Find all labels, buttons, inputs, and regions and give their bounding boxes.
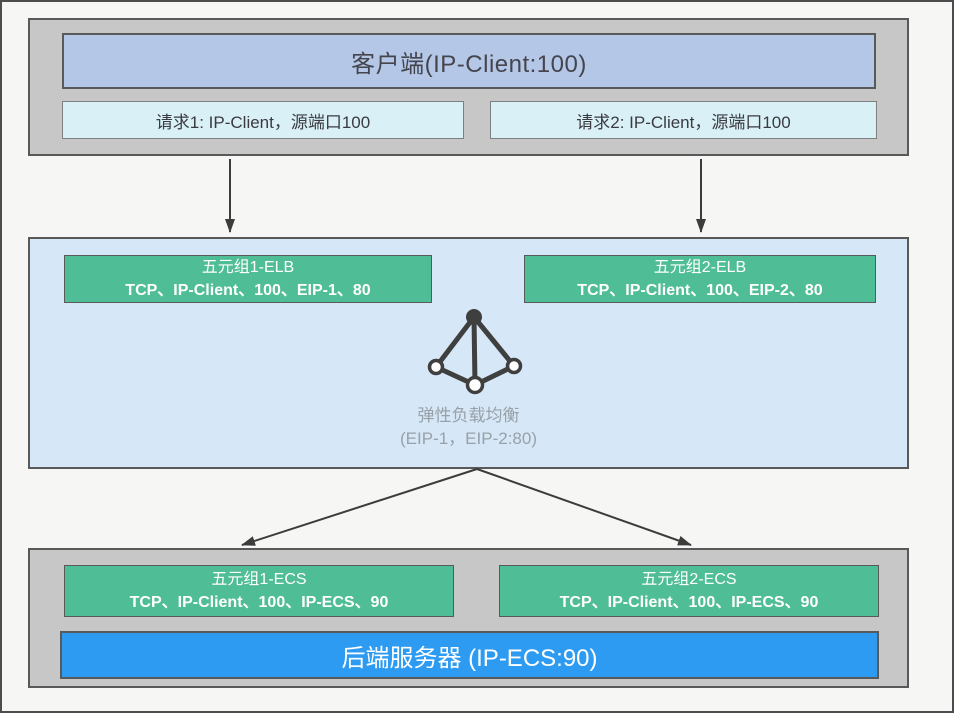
request-2-box: 请求2: IP-Client，源端口100 (490, 101, 877, 139)
elb-tuple-2-name: 五元组2-ELB (653, 258, 747, 276)
ecs-tuple-2-name: 五元组2-ECS (641, 570, 737, 588)
ecs-tuple-1-name: 五元组1-ECS (211, 570, 307, 588)
elb-tuple-2-value: TCP、IP-Client、100、EIP-2、80 (577, 282, 823, 299)
ecs-tuple-1-box: 五元组1-ECS TCP、IP-Client、100、IP-ECS、90 (64, 565, 454, 617)
ecs-tuple-2-value: TCP、IP-Client、100、IP-ECS、90 (559, 594, 819, 611)
request-1-label: 请求1: IP-Client，源端口100 (155, 112, 371, 132)
backend-server-bar: 后端服务器 (IP-ECS:90) (60, 631, 879, 679)
elb-tuple-1-name: 五元组1-ELB (201, 258, 295, 276)
elb-tuple-1-box: 五元组1-ELB TCP、IP-Client、100、EIP-1、80 (64, 255, 432, 303)
elb-caption-subtitle: (EIP-1，EIP-2:80) (400, 428, 537, 448)
elb-caption: 弹性负载均衡 (EIP-1，EIP-2:80) (30, 405, 907, 451)
backend-section: 五元组1-ECS TCP、IP-Client、100、IP-ECS、90 五元组… (28, 548, 909, 688)
client-title: 客户端(IP-Client:100) (351, 50, 587, 78)
load-balancer-icon (427, 309, 523, 395)
client-title-box: 客户端(IP-Client:100) (62, 33, 876, 89)
request-1-box: 请求1: IP-Client，源端口100 (62, 101, 464, 139)
client-section: 客户端(IP-Client:100) 请求1: IP-Client，源端口100… (28, 18, 909, 156)
ecs-tuple-1-value: TCP、IP-Client、100、IP-ECS、90 (129, 594, 389, 611)
elb-tuple-2-box: 五元组2-ELB TCP、IP-Client、100、EIP-2、80 (524, 255, 876, 303)
ecs-tuple-2-box: 五元组2-ECS TCP、IP-Client、100、IP-ECS、90 (499, 565, 879, 617)
arrow-elb-to-ecs-2 (476, 468, 692, 546)
arrow-elb-to-ecs-1 (241, 468, 478, 546)
elb-section: 五元组1-ELB TCP、IP-Client、100、EIP-1、80 五元组2… (28, 237, 909, 469)
elb-tuple-1-value: TCP、IP-Client、100、EIP-1、80 (125, 282, 371, 299)
request-2-label: 请求2: IP-Client，源端口100 (576, 112, 791, 132)
backend-server-label: 后端服务器 (IP-ECS:90) (341, 644, 598, 672)
elb-caption-title: 弹性负载均衡 (417, 406, 520, 425)
